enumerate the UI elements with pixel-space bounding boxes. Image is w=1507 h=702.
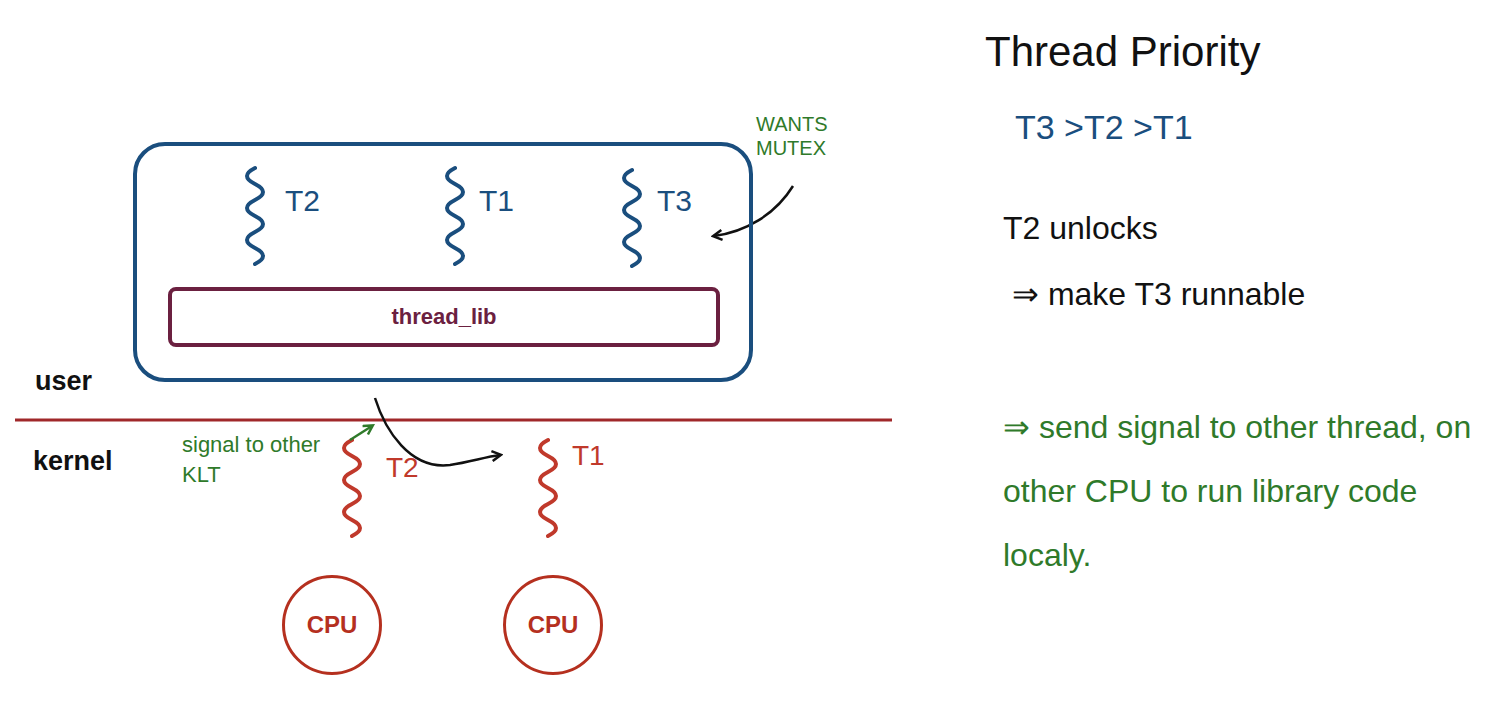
heading: Thread Priority <box>985 28 1260 76</box>
wants-arrow <box>714 186 793 236</box>
library-name: thread_lib <box>391 304 496 330</box>
thread-squiggle <box>624 170 640 266</box>
annotation: signal to other KLT <box>182 430 332 490</box>
cpu-circle: CPU <box>503 575 603 675</box>
thread-squiggle <box>447 168 463 264</box>
thread-squiggle <box>344 440 360 536</box>
library-box: thread_lib <box>168 287 720 347</box>
note: ⇒ make T3 runnable <box>1012 275 1305 313</box>
thread-squiggle <box>247 168 263 264</box>
thread-squiggles <box>247 168 640 536</box>
signal-arrow <box>350 426 372 440</box>
thread-squiggle <box>540 440 556 536</box>
process-box: T2 T1 T3 thread_lib <box>133 142 753 382</box>
cpu-circle: CPU <box>282 575 382 675</box>
cpu-label: CPU <box>528 611 579 639</box>
annotation: ⇒ send signal to other thread, on other … <box>1003 395 1483 587</box>
thread-label: T2 <box>285 184 320 218</box>
region-label: kernel <box>33 446 113 477</box>
thread-label: T1 <box>479 184 514 218</box>
priority-order: T3 >T2 >T1 <box>1015 108 1193 147</box>
thread-label: T3 <box>657 184 692 218</box>
thread-label: T1 <box>572 440 605 472</box>
annotation: WANTS MUTEX <box>756 112 866 160</box>
cpu-label: CPU <box>307 611 358 639</box>
region-label: user <box>35 366 92 397</box>
user-kernel-boundary <box>15 419 892 422</box>
thread-label: T2 <box>386 452 419 484</box>
note: T2 unlocks <box>1003 210 1158 247</box>
